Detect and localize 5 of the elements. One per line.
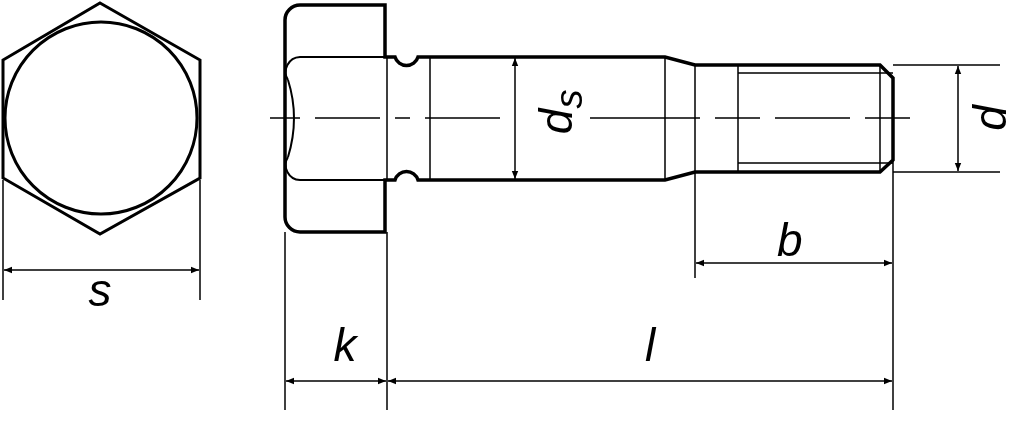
dimension-label: b xyxy=(777,217,803,263)
dimension-label: s xyxy=(88,267,112,313)
dimension-label: l xyxy=(645,322,656,368)
dimension-label: k xyxy=(333,322,357,368)
dimension-label: d xyxy=(966,105,1013,131)
